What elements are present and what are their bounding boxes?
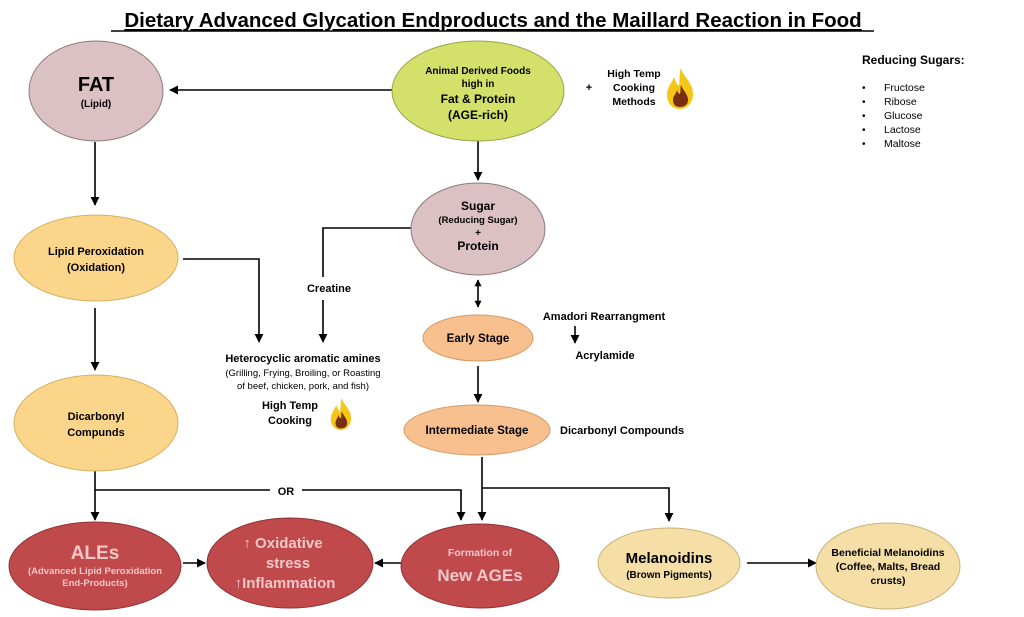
high-temp-cooking: High Temp Cooking [262,400,318,427]
beneficial-melanoidins-node: Beneficial Melanoidins (Coffee, Malts, B… [815,522,961,610]
heterocyclic-amines: Heterocyclic aromatic amines (Grilling, … [225,353,380,392]
lipid-peroxidation-ellipse [13,214,179,302]
new-ages-line1: Formation of [448,547,513,559]
animal-line1: Animal Derived Foods [425,66,531,77]
hetero-line2: (Grilling, Frying, Broiling, or Roasting [225,368,380,379]
reducing-sugar-item: Glucose [884,110,923,122]
high-temp-methods-line3: Methods [612,96,655,108]
plus-sign: + [586,82,592,94]
animal-foods-node: Animal Derived Foods high in Fat & Prote… [391,40,565,142]
page-title: Dietary Advanced Glycation Endproducts a… [124,9,861,32]
high-temp-cooking-line1: High Temp [262,400,318,412]
high-temp-methods-line2: Cooking [613,82,655,94]
animal-line4: (AGE-rich) [448,108,508,122]
intermediate-stage-label: Intermediate Stage [426,425,529,437]
ales-title: ALEs [71,543,120,564]
animal-foods-ellipse [391,40,565,142]
melanoidins-title: Melanoidins [626,550,713,567]
new-ages-node: Formation of New AGEs [400,523,560,609]
or-label-bg [270,482,302,498]
sugar-ellipse [410,182,546,276]
reducing-sugar-bullet: • [862,83,866,94]
hetero-line1: Heterocyclic aromatic amines [225,353,380,365]
early-stage-node: Early Stage [422,314,534,362]
intermediate-stage-ellipse [403,404,551,456]
new-ages-line2: New AGEs [437,566,522,585]
fat-node: FAT (Lipid) [28,40,164,142]
creatine-label: Creatine [307,283,351,295]
animal-line3: Fat & Protein [441,92,516,106]
acrylamide-label: Acrylamide [575,350,634,362]
early-stage-label: Early Stage [447,333,510,345]
dicarbonyl-node: Dicarbonyl Compunds [13,374,179,472]
reducing-sugars-list: • Fructose • Ribose • Glucose • Lactose … [862,82,925,150]
reducing-sugar-item: Ribose [884,96,917,108]
arrow-lipid-to-hetero [183,258,264,343]
reducing-sugar-bullet: • [862,97,866,108]
oxidative-line2: stress [266,555,310,572]
reducing-sugars-panel: Reducing Sugars: • Fructose • Ribose • G… [862,53,965,150]
lipid-line2: (Oxidation) [67,262,125,274]
arrow-sugar-to-creatine [322,227,412,277]
oxidative-ellipse [206,517,374,609]
intermediate-stage-node: Intermediate Stage [403,404,551,456]
beneficial-line1: Beneficial Melanoidins [831,547,944,559]
high-temp-methods-line1: High Temp [607,68,660,80]
dicarbonyl-line1: Dicarbonyl [68,411,125,423]
high-temp-cooking-line2: Cooking [268,415,312,427]
high-temp-methods: High Temp Cooking Methods [607,68,660,108]
oxidative-line3: ↑Inflammation [235,575,336,592]
sugar-protein-node: Sugar (Reducing Sugar) + Protein [410,182,546,276]
dicarbonyl-ellipse [13,374,179,472]
reducing-sugars-heading: Reducing Sugars: [862,53,965,67]
dicarbonyl-compounds-label: Dicarbonyl Compounds [560,425,684,437]
hetero-line3: of beef, chicken, pork, and fish) [237,381,369,392]
arrow-to-melanoidins [482,487,674,522]
or-label: OR [278,486,295,498]
reducing-sugar-item: Maltose [884,138,921,150]
oxidative-line1: ↑ Oxidative [243,535,322,552]
sugar-line2: (Reducing Sugar) [438,215,517,226]
flame-icon [667,68,693,109]
oxidative-stress-node: ↑ Oxidative stress ↑Inflammation [206,517,374,609]
animal-line2: high in [462,79,495,90]
fat-subtitle: (Lipid) [81,99,112,110]
fat-title: FAT [78,74,114,96]
reducing-sugar-bullet: • [862,111,866,122]
amadori-label: Amadori Rearrangment [543,311,666,323]
lipid-peroxidation-node: Lipid Peroxidation (Oxidation) [13,214,179,302]
reducing-sugar-bullet: • [862,139,866,150]
beneficial-ellipse [815,522,961,610]
dicarbonyl-line2: Compunds [67,427,124,439]
ales-line2: End-Products) [62,578,127,589]
lipid-line1: Lipid Peroxidation [48,246,144,258]
melanoidins-node: Melanoidins (Brown Pigments) [597,527,741,599]
early-stage-ellipse [422,314,534,362]
beneficial-line3: crusts) [870,575,905,587]
reducing-sugar-item: Lactose [884,124,921,136]
melanoidins-subtitle: (Brown Pigments) [626,570,712,581]
arrow-or-to-new-ages [95,489,466,521]
sugar-line4: Protein [457,239,498,253]
ales-node: ALEs (Advanced Lipid Peroxidation End-Pr… [8,521,182,611]
ales-line1: (Advanced Lipid Peroxidation [28,566,162,577]
new-ages-ellipse [400,523,560,609]
sugar-line1: Sugar [461,199,495,213]
sugar-line3: + [475,228,481,239]
beneficial-line2: (Coffee, Malts, Bread [836,561,940,573]
flame-icon [330,398,352,430]
melanoidins-ellipse [597,527,741,599]
reducing-sugar-bullet: • [862,125,866,136]
reducing-sugar-item: Fructose [884,82,925,94]
ales-ellipse [8,521,182,611]
fat-ellipse [28,40,164,142]
